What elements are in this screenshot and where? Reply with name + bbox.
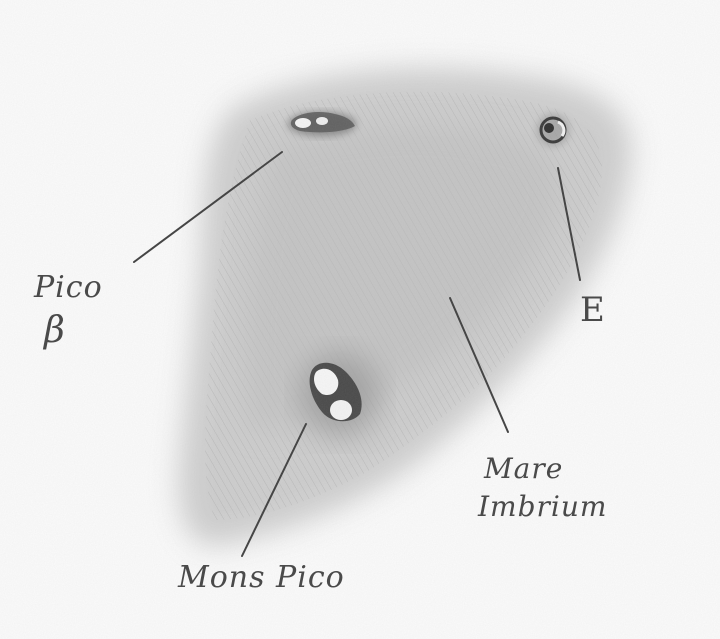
mare-imbrium-label-line1: Mare — [484, 452, 564, 485]
pico-beta-label-line1: Pico — [34, 270, 103, 305]
mons-pico-label: Mons Pico — [178, 560, 345, 595]
crater-e-label: E — [580, 290, 606, 330]
mare-imbrium-label-line2: Imbrium — [478, 490, 608, 523]
pico-beta-label-line2: β — [44, 310, 66, 351]
